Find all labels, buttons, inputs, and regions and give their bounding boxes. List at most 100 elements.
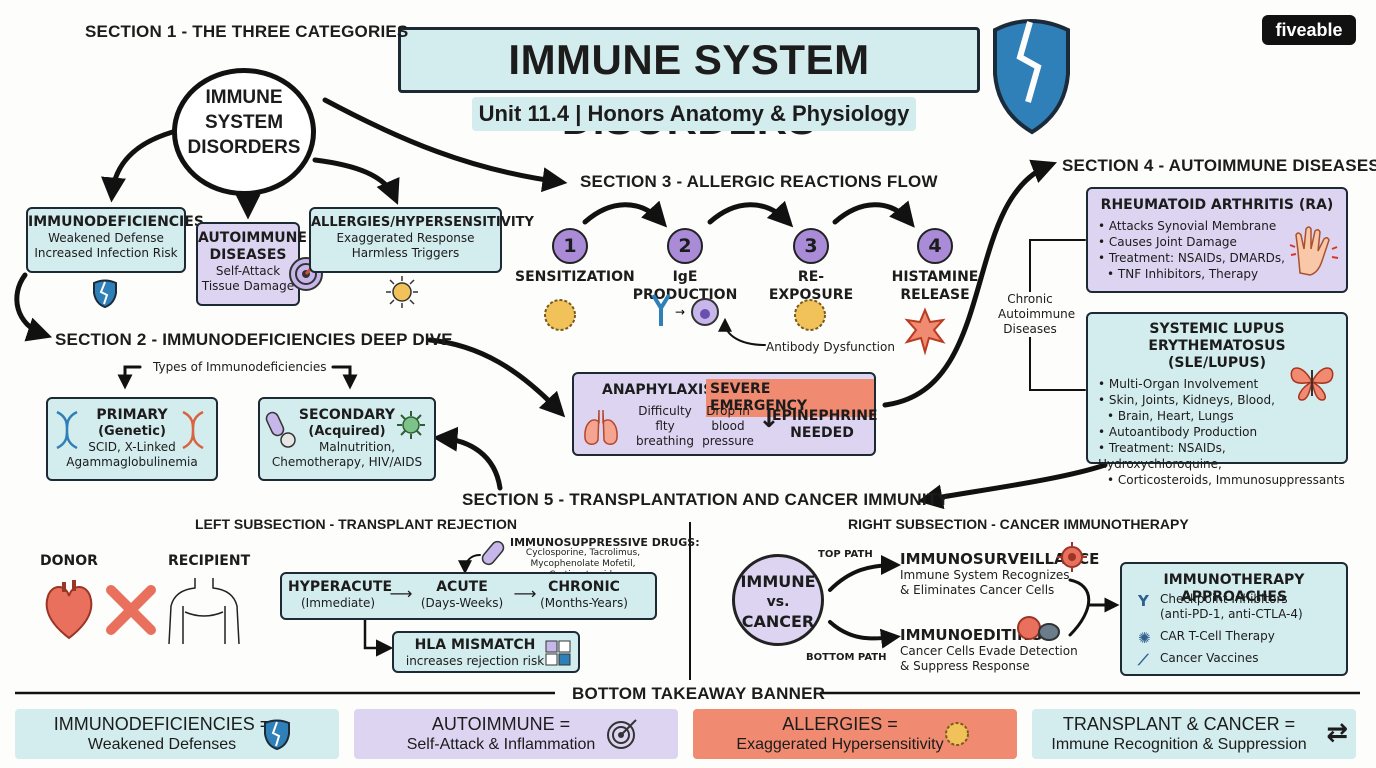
takeaway-card-1: IMMUNODEFICIENCIES = Weakened Defenses <box>15 709 339 759</box>
ra-card: RHEUMATOID ARTHRITIS (RA) Attacks Synovi… <box>1086 187 1348 293</box>
arrow-to-immunodeficiencies <box>101 127 183 203</box>
hla-arrow <box>363 618 394 657</box>
shield-icon <box>263 718 291 757</box>
hla-mismatch-card: HLA MISMATCH increases rejection risk <box>392 631 580 673</box>
section2-heading: SECTION 2 - IMMUNODEFICIENCIES DEEP DIVE <box>55 330 453 349</box>
rejection-x-icon <box>106 585 156 635</box>
autoimmune-title-2: DISEASES <box>209 247 287 263</box>
donor-label: DONOR <box>40 553 98 569</box>
step-arrow-2-3 <box>707 200 794 228</box>
ra-bullet-2: Causes Joint Damage <box>1098 234 1346 250</box>
section3-heading: SECTION 3 - ALLERGIC REACTIONS FLOW <box>580 172 938 191</box>
circle-cancer: CANCER <box>741 612 815 631</box>
capsule-icon <box>481 540 505 566</box>
page-title: IMMUNE SYSTEM DISORDERS <box>508 36 870 143</box>
step-number-badge: 4 <box>917 228 953 264</box>
evading-cells-icon <box>1017 616 1060 641</box>
hla-title: HLA MISMATCH <box>414 637 536 653</box>
editing-block: IMMUNOEDITING Cancer Cells Evade Detecti… <box>900 626 1078 674</box>
rejection-stage-chronic: CHRONIC(Months-Years) <box>534 579 634 611</box>
lungs-icon <box>584 409 618 445</box>
section4-heading: SECTION 4 - AUTOIMMUNE DISEASES <box>1062 156 1376 175</box>
sle-title-1: SYSTEMIC LUPUS ERYTHEMATOSUS <box>1148 321 1286 354</box>
drop-blood-pressure: Drop in blood pressure <box>702 404 754 448</box>
takeaway-title: TRANSPLANT & CANCER = <box>1062 714 1296 734</box>
immunodeficiencies-line-1: Weakened Defense <box>48 231 164 245</box>
step-label: RE-EXPOSURE <box>768 269 854 303</box>
pills-icon <box>265 411 296 448</box>
ra-bullet-4: TNF Inhibitors, Therapy <box>1098 266 1346 282</box>
immunodeficiencies-card: IMMUNODEFICIENCIES Weakened Defense Incr… <box>26 207 204 273</box>
arrow-to-anaphylaxis <box>427 337 566 418</box>
surveillance-line-1: Immune System Recognizes <box>900 568 1070 582</box>
arrow-to-secondary <box>432 426 503 491</box>
surveillance-line-2: & Eliminates Cancer Cells <box>900 583 1055 597</box>
arrow-to-allergies <box>312 157 400 205</box>
takeaway-card-4: TRANSPLANT & CANCER = Immune Recognition … <box>1032 709 1356 759</box>
takeaway-title: IMMUNODEFICIENCIES = <box>53 714 271 734</box>
stage-arrow-icon: ⟶ <box>389 584 413 603</box>
dna-icon-left <box>56 410 78 450</box>
fiveable-logo-text: fiveable <box>1275 20 1343 40</box>
chronic-autoimmune-label: Chronic Autoimmune Diseases <box>998 292 1076 337</box>
drugs-line-1: Cyclosporine, Tacrolimus, <box>525 548 641 558</box>
fiveable-logo: fiveable <box>1262 15 1356 45</box>
approach-item-3: ⟋Cancer Vaccines <box>1138 651 1258 669</box>
allergen-icon-3 <box>794 299 826 331</box>
rejection-timeline: HYPERACUTE(Immediate)⟶ACUTE(Days-Weeks)⟶… <box>280 572 657 620</box>
stage-name: ACUTE <box>436 579 488 595</box>
target-icon <box>606 718 638 757</box>
allergies-line-2: Harmless Triggers <box>351 246 460 260</box>
pollen-icon <box>386 276 418 308</box>
section5-heading: SECTION 5 - TRANSPLANTATION AND CANCER I… <box>462 490 949 509</box>
ra-bullet-1: Attacks Synovial Membrane <box>1098 218 1346 234</box>
types-label: Types of Immunodeficiencies <box>153 360 327 374</box>
stage-time: (Days-Weeks) <box>420 596 504 610</box>
takeaway-title: AUTOIMMUNE = <box>431 714 571 734</box>
immunodeficiencies-title: IMMUNODEFICIENCIES <box>28 214 204 230</box>
broken-shield-icon <box>993 19 1070 135</box>
ra-bullet-3: Treatment: NSAIDs, DMARDs, <box>1098 250 1346 266</box>
takeaway-card-3: ALLERGIES =Exaggerated Hypersensitivity <box>693 709 1017 759</box>
sle-bullet-5: Treatment: NSAIDs, Hydroxychloroquine, <box>1098 440 1346 472</box>
ra-title: RHEUMATOID ARTHRITIS (RA) <box>1100 197 1334 213</box>
central-disorders-circle: IMMUNE SYSTEM DISORDERS <box>172 68 316 196</box>
takeaway-subtitle: Immune Recognition & Suppression <box>1051 736 1307 753</box>
secondary-title-1: SECONDARY <box>298 407 396 423</box>
subtitle-banner: Unit 11.4 | Honors Anatomy & Physiology <box>472 97 916 131</box>
primary-title-2: (Genetic) <box>98 424 166 439</box>
top-path-label: TOP PATH <box>818 549 873 560</box>
down-arrow-icon: ↓ <box>758 404 780 434</box>
primary-line-1: SCID, X-Linked <box>88 440 176 454</box>
autoimmune-title-1: AUTOIMMUNE <box>198 230 307 246</box>
stage-name: HYPERACUTE <box>288 579 393 595</box>
circle-line-2: SYSTEM <box>204 112 284 133</box>
editing-line-2: & Suppress Response <box>900 659 1030 673</box>
secondary-line-2: Chemotherapy, HIV/AIDS <box>271 455 423 469</box>
bottom-path-label: BOTTOM PATH <box>806 652 887 663</box>
step-number-badge: 2 <box>667 228 703 264</box>
bracket-right <box>331 365 358 390</box>
takeaway-subtitle: Weakened Defenses <box>87 736 237 753</box>
sle-bullet-6: Corticosteroids, Immunosuppressants <box>1098 472 1346 488</box>
arrow-to-section3 <box>322 97 568 193</box>
primary-card: PRIMARY (Genetic) SCID, X-Linked Agammag… <box>46 397 218 481</box>
circle-vs: vs. <box>766 594 790 610</box>
circle-line-1: IMMUNE <box>205 87 283 108</box>
immunotherapy-title: IMMUNOTHERAPY APPROACHES <box>1163 572 1305 605</box>
hla-subtitle: increases rejection risk <box>405 654 545 668</box>
autoimmune-card: AUTOIMMUNE DISEASES Self-Attack Tissue D… <box>196 222 307 306</box>
immune-vs-cancer-circle: IMMUNE vs. CANCER <box>732 554 824 646</box>
step-label: HISTAMINE RELEASE <box>891 269 979 303</box>
title-banner: IMMUNE SYSTEM DISORDERS <box>398 27 980 143</box>
circle-line-3: DISORDERS <box>187 137 301 158</box>
approach-item-2: ✺CAR T-Cell Therapy <box>1138 629 1275 647</box>
drugs-title: IMMUNOSUPPRESSIVE DRUGS: <box>510 536 700 549</box>
sle-card: SYSTEMIC LUPUS ERYTHEMATOSUS (SLE/LUPUS)… <box>1086 312 1348 487</box>
sle-title-2: (SLE/LUPUS) <box>1168 355 1266 371</box>
butterfly-icon <box>1290 367 1334 401</box>
step-arrow-3-4 <box>832 200 915 228</box>
